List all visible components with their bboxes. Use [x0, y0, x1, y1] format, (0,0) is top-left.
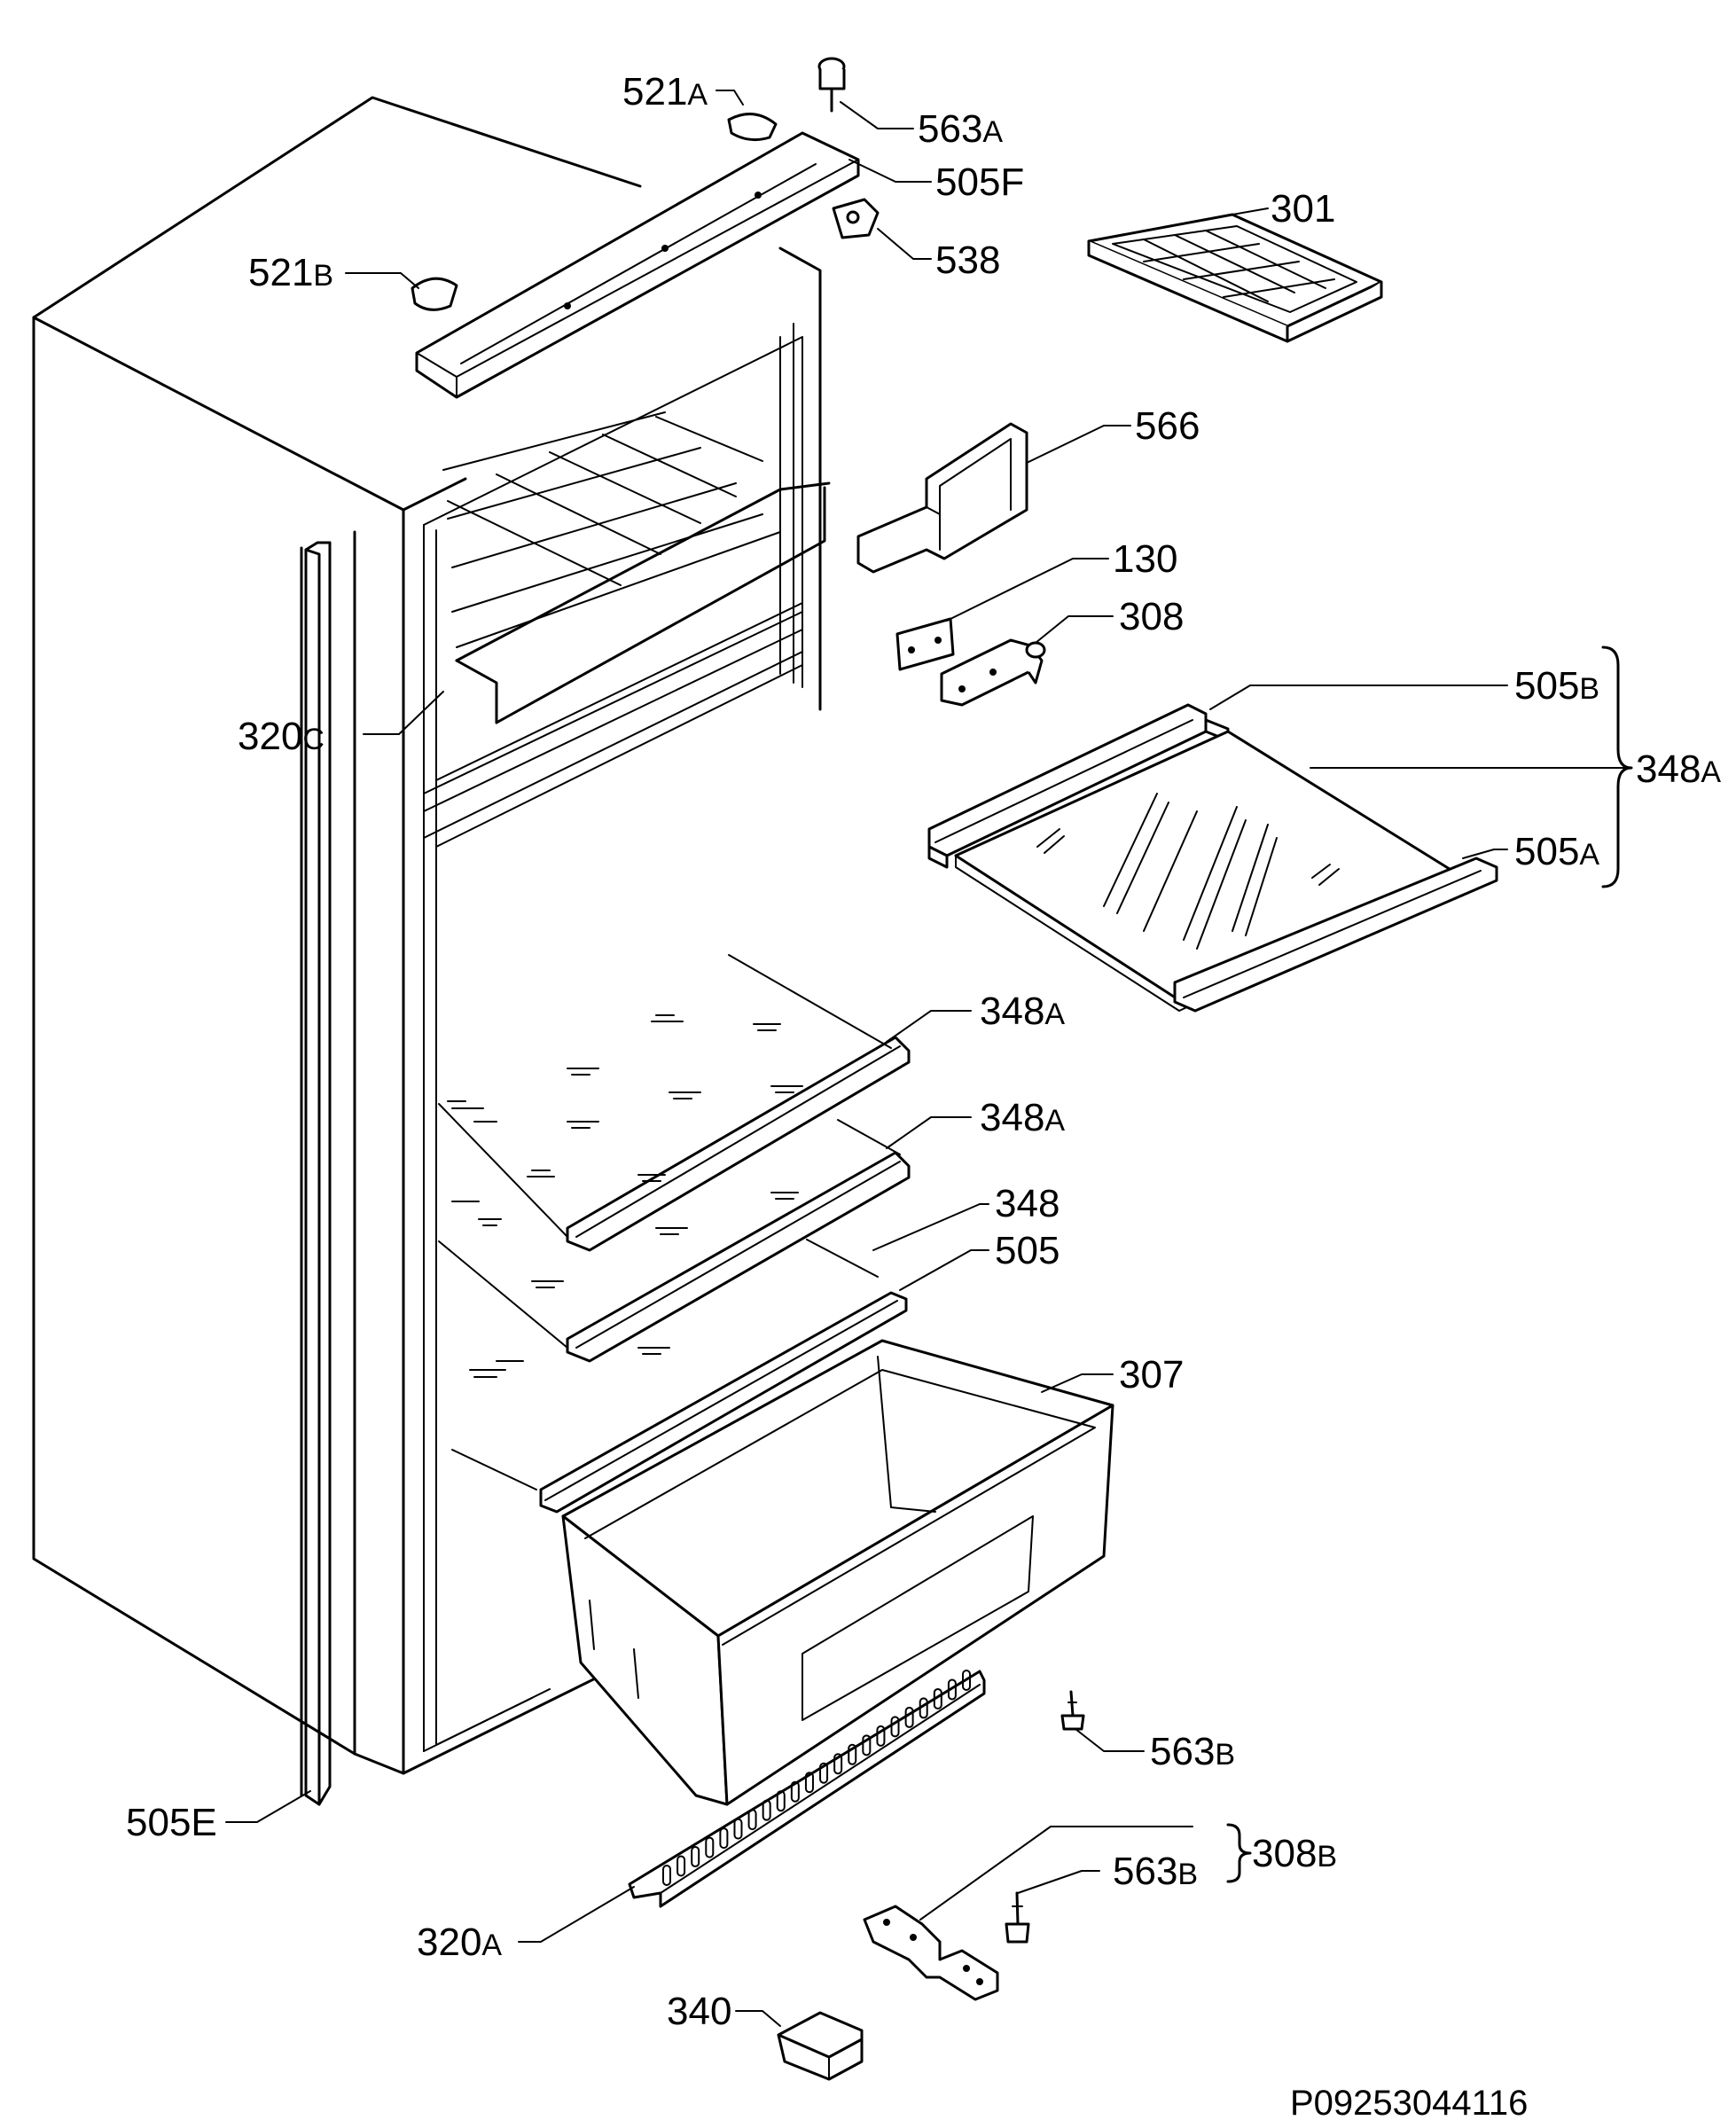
- label-308B: 308B: [1252, 1832, 1337, 1875]
- drip-tray-566: [856, 422, 1028, 574]
- grille-slot: [804, 1772, 814, 1794]
- leader-lines: [225, 90, 1633, 2027]
- label-301: 301: [1271, 187, 1335, 231]
- grille-slot: [890, 1716, 900, 1738]
- grille-slot: [762, 1799, 771, 1821]
- crisper-drawer-307: [561, 1339, 1114, 1806]
- label-505F: 505F: [935, 160, 1024, 204]
- crisper-cover-348: [451, 1239, 879, 1490]
- grille-slot: [933, 1687, 942, 1709]
- grille-slot: [919, 1697, 928, 1719]
- grille-slot: [790, 1780, 800, 1803]
- grille-slot: [819, 1762, 829, 1784]
- label-320A: 320A: [417, 1921, 502, 1964]
- screw-563B-upper: [1060, 1690, 1085, 1731]
- label-348: 348: [995, 1182, 1060, 1225]
- label-320C: 320C: [238, 715, 325, 758]
- label-563B-upper: 563B: [1150, 1730, 1235, 1773]
- grille-slot: [705, 1836, 715, 1858]
- grille-slot: [691, 1846, 700, 1868]
- grille-slot: [733, 1818, 743, 1840]
- label-505A: 505A: [1514, 830, 1599, 873]
- label-307: 307: [1119, 1353, 1184, 1396]
- grille-slot: [876, 1725, 886, 1747]
- grille-slot: [833, 1753, 843, 1775]
- part-labels: 521A 563A 505F 301 521B 538 566 130 308 …: [126, 70, 1721, 2033]
- label-130: 130: [1113, 537, 1177, 581]
- door-seal-505E: [300, 541, 332, 1806]
- grille-slot: [862, 1734, 872, 1756]
- label-348A-lower: 348A: [980, 1096, 1065, 1139]
- grille-slot: [662, 1865, 671, 1886]
- grille-slot: [776, 1790, 786, 1812]
- label-348A-upper: 348A: [980, 990, 1065, 1033]
- label-566: 566: [1135, 404, 1200, 448]
- bottom-hinge-308B: [863, 1905, 999, 2001]
- grille-slot: [676, 1855, 686, 1877]
- cap-521A: [727, 113, 778, 142]
- label-308: 308: [1119, 595, 1184, 638]
- cap-521B: [411, 277, 458, 311]
- fridge-shelf-348A-upper: [438, 954, 911, 1252]
- grille-slot: [719, 1827, 729, 1850]
- label-505B: 505B: [1514, 664, 1599, 708]
- label-563B-lower: 563B: [1113, 1850, 1198, 1893]
- label-505: 505: [995, 1229, 1060, 1272]
- bracket-538: [832, 198, 880, 239]
- label-521B: 521B: [248, 251, 333, 294]
- label-505E: 505E: [126, 1801, 217, 1844]
- pin-563A: [817, 57, 846, 113]
- glass-shelf-assembly-348A: [927, 703, 1498, 1013]
- fridge-shelf-348A-lower: [438, 1119, 911, 1363]
- plate-130: [895, 617, 955, 671]
- shelf-front-trim-505: [539, 1291, 908, 1514]
- screw-563B-lower: [1005, 1891, 1030, 1944]
- grille-slot: [848, 1743, 857, 1765]
- label-340: 340: [667, 1990, 731, 2033]
- top-hinge-bar-505F: [415, 131, 860, 399]
- grille-slot: [904, 1706, 914, 1728]
- hinge-308: [940, 638, 1046, 707]
- ventilation-grille-320A: [628, 1670, 986, 1908]
- clip-340: [777, 2011, 864, 2081]
- grille-slot: [962, 1670, 971, 1691]
- grille-slot: [947, 1678, 957, 1701]
- label-348A-group: 348A: [1636, 747, 1721, 791]
- ice-tray-301: [1087, 213, 1383, 343]
- grille-slot: [747, 1809, 757, 1831]
- label-563A: 563A: [918, 107, 1003, 151]
- label-538: 538: [935, 239, 1000, 282]
- drawing-code: P09253044116: [1290, 2084, 1528, 2123]
- freezer-shelf-320C: [442, 411, 831, 724]
- label-521A: 521A: [622, 70, 708, 113]
